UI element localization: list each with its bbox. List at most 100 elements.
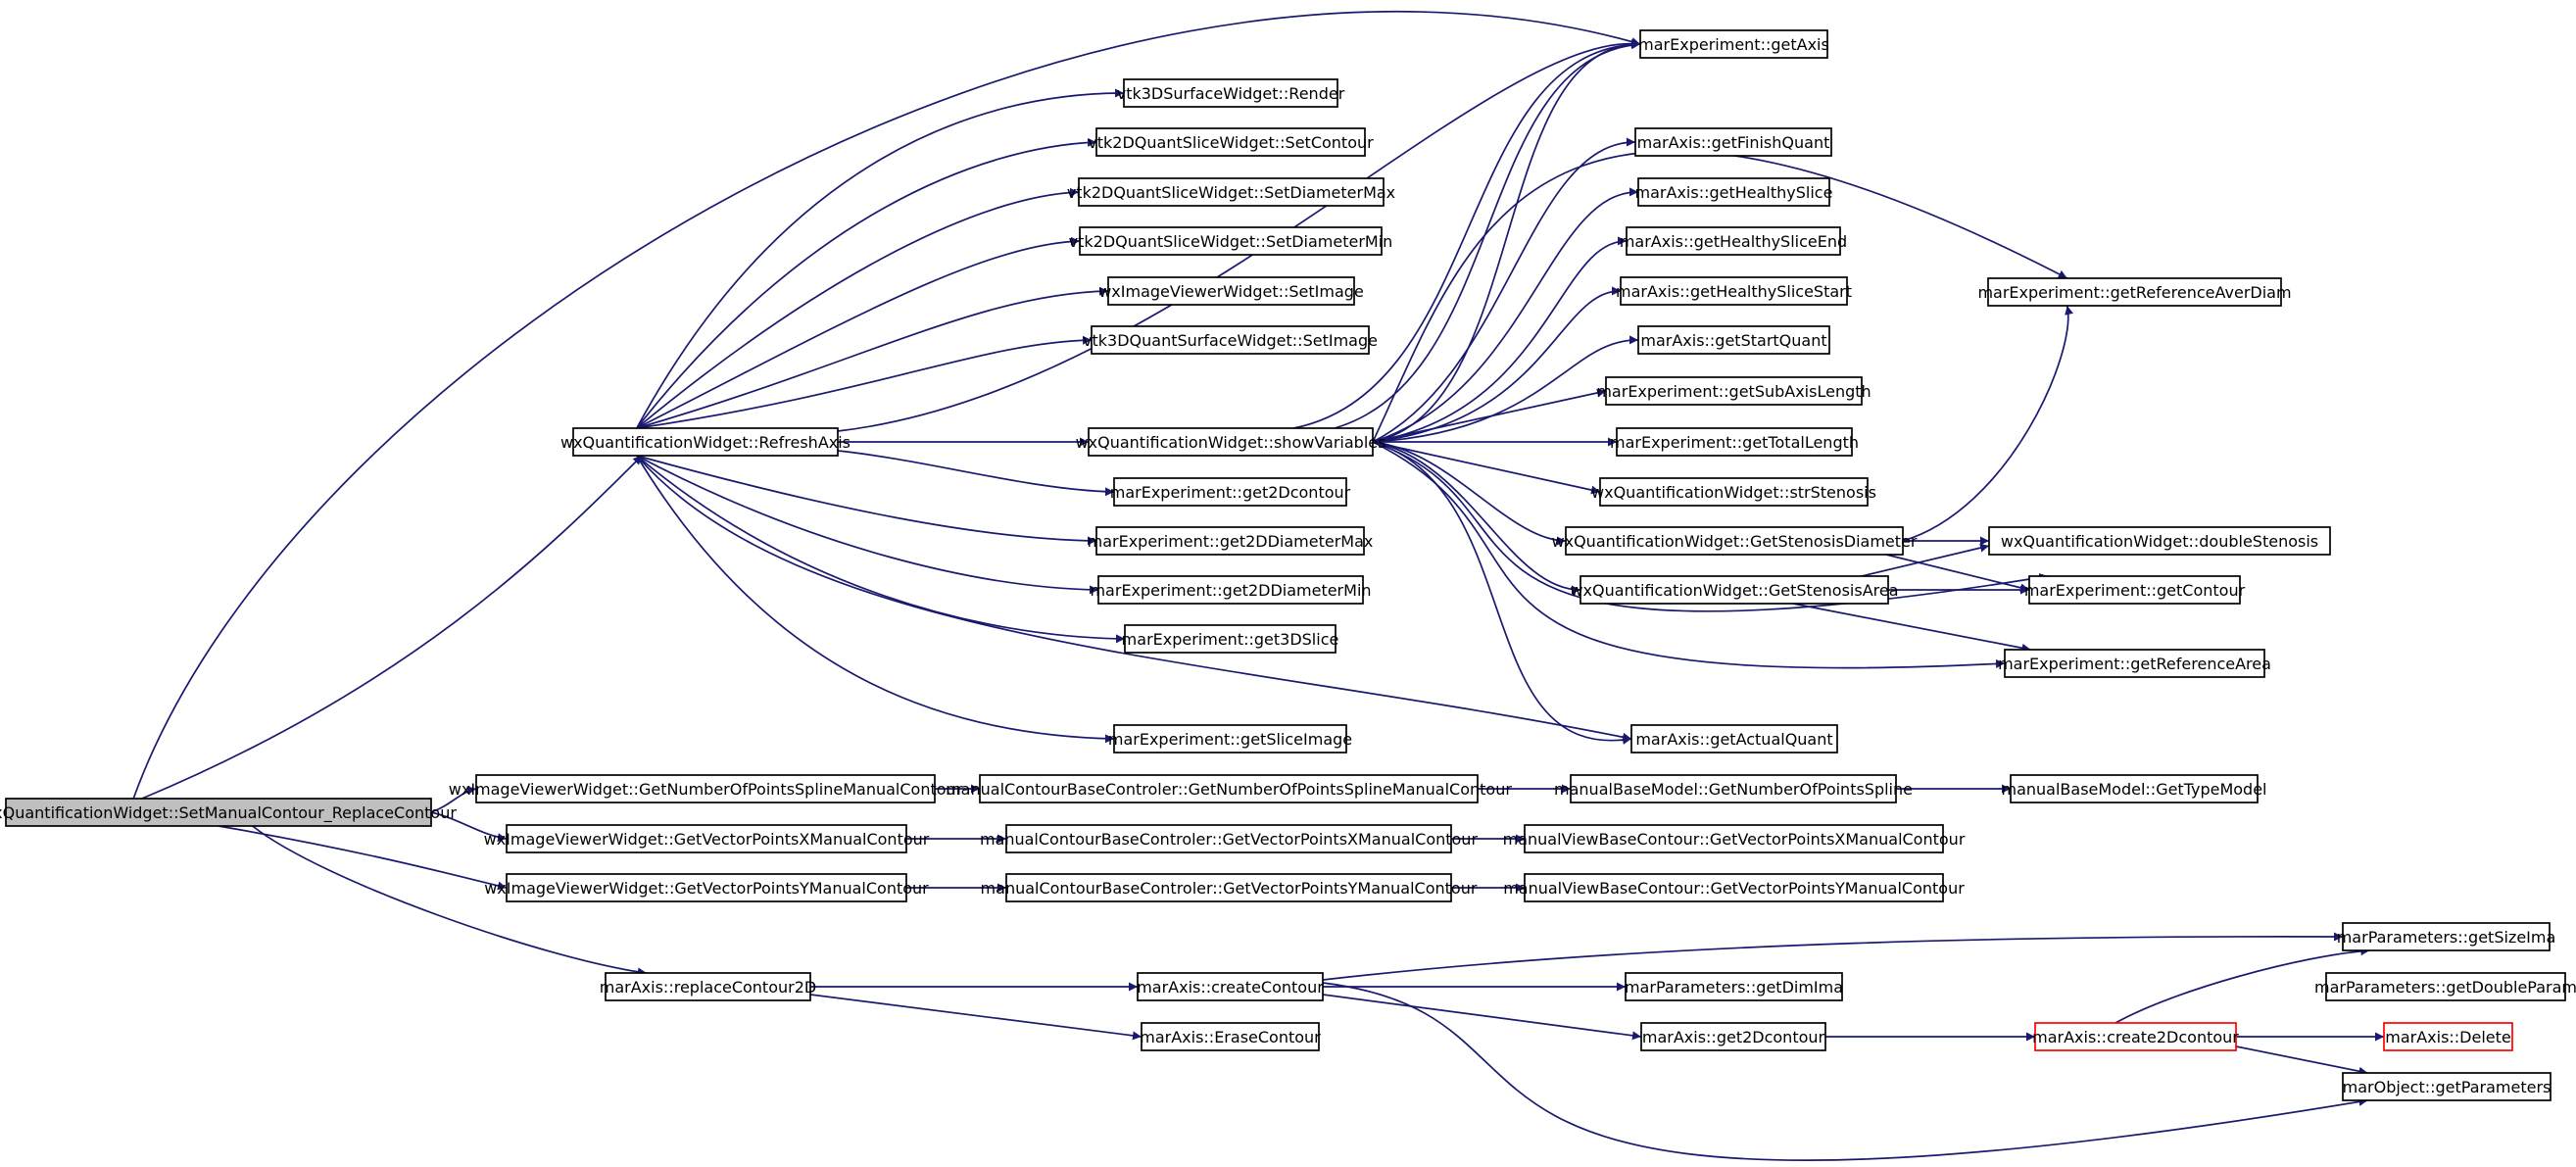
node-label: marExperiment::getReferenceArea: [1998, 655, 2271, 673]
node-getReferenceArea[interactable]: marExperiment::getReferenceArea: [1998, 649, 2271, 678]
edge-showVariables-to-getContour: [1372, 441, 2049, 612]
node-wxIVSetImage[interactable]: wxImageViewerWidget::SetImage: [1098, 276, 1364, 306]
node-getTotalLength[interactable]: marExperiment::getTotalLength: [1610, 427, 1859, 457]
edge-showVariables-to-getAxis: [1273, 39, 1641, 432]
node-label: vtk2DQuantSliceWidget::SetDiameterMax: [1067, 183, 1395, 202]
node-eraseContour[interactable]: marAxis::EraseContour: [1140, 1022, 1321, 1051]
node-strStenosis[interactable]: wxQuantificationWidget::strStenosis: [1591, 477, 1876, 507]
node-createContour[interactable]: marAxis::createContour: [1137, 972, 1324, 1001]
node-getActualQuant[interactable]: marAxis::getActualQuant: [1630, 724, 1838, 754]
node-box: [1580, 575, 1889, 605]
node-box: [2010, 774, 2259, 803]
node-getAxis[interactable]: marExperiment::getAxis: [1638, 29, 1829, 59]
edge-showVariables-to-getAxis: [1372, 39, 1641, 443]
node-vtk2DSetDiamMax[interactable]: vtk2DQuantSliceWidget::SetDiameterMax: [1067, 177, 1395, 207]
node-getVPX_w[interactable]: wxImageViewerWidget::GetVectorPointsXMan…: [484, 824, 930, 853]
node-get3DSlice[interactable]: marExperiment::get3DSlice: [1122, 624, 1339, 654]
node-label: wxImageViewerWidget::SetImage: [1098, 282, 1364, 301]
node-label: marAxis::EraseContour: [1140, 1028, 1321, 1046]
node-root[interactable]: wxQuantificationWidget::SetManualContour…: [0, 798, 457, 827]
node-label: marExperiment::getTotalLength: [1610, 433, 1859, 452]
node-label: wxImageViewerWidget::GetNumberOfPointsSp…: [449, 780, 963, 799]
node-delete[interactable]: marAxis::Delete: [2383, 1022, 2513, 1051]
node-getVPY_c[interactable]: manualContourBaseControler::GetVectorPoi…: [981, 873, 1478, 902]
node-get2DDiamMax[interactable]: marExperiment::get2DDiameterMax: [1088, 526, 1374, 556]
edge-refreshAxis-to-get3DSlice: [636, 455, 1126, 644]
node-getVPY_w[interactable]: wxImageViewerWidget::GetVectorPointsYMan…: [484, 873, 929, 902]
node-getHealthySliceEnd[interactable]: marAxis::getHealthySliceEnd: [1620, 226, 1847, 256]
node-getStenosisDiameter[interactable]: wxQuantificationWidget::GetStenosisDiame…: [1552, 526, 1918, 556]
node-box: [572, 427, 839, 457]
node-box: [1079, 226, 1383, 256]
node-getNPS_m[interactable]: manualBaseModel::GetNumberOfPointsSpline: [1554, 774, 1913, 803]
node-box: [1565, 526, 1904, 556]
node-box: [1123, 78, 1338, 108]
node-getVPX_v[interactable]: manualViewBaseContour::GetVectorPointsXM…: [1503, 824, 1966, 853]
node-getParameters[interactable]: marObject::getParameters: [2342, 1072, 2552, 1101]
node-replaceContour2D[interactable]: marAxis::replaceContour2D: [600, 972, 816, 1001]
edge-createContour-to-getSizeIma: [1322, 932, 2344, 981]
node-getVPX_c[interactable]: manualContourBaseControler::GetVectorPoi…: [980, 824, 1478, 853]
node-vtk2DSetDiamMin[interactable]: vtk2DQuantSliceWidget::SetDiameterMin: [1069, 226, 1393, 256]
nodes: wxQuantificationWidget::SetManualContour…: [0, 29, 2576, 1101]
edge-showVariables-to-getHealthySliceStart: [1372, 286, 1622, 443]
node-get2Dcontour_e[interactable]: marExperiment::get2Dcontour: [1110, 477, 1351, 507]
node-box: [1637, 177, 1830, 207]
node-label: vtk2DQuantSliceWidget::SetDiameterMin: [1069, 232, 1393, 251]
node-label: manualBaseModel::GetTypeModel: [2001, 780, 2266, 799]
node-vtk3DRender[interactable]: vtk3DSurfaceWidget::Render: [1117, 78, 1345, 108]
edge-refreshAxis-to-getSliceImage: [636, 455, 1115, 744]
node-box: [1091, 325, 1370, 355]
node-getSizeIma[interactable]: marParameters::getSizeIma: [2337, 922, 2556, 951]
node-getStenosisArea[interactable]: wxQuantificationWidget::GetStenosisArea: [1570, 575, 1899, 605]
edge-showVariables-to-getSubAxisLength: [1372, 388, 1607, 443]
node-label: marExperiment::getSliceImage: [1108, 730, 1352, 749]
node-getFinishQuant[interactable]: marAxis::getFinishQuant: [1634, 127, 1832, 157]
node-getDimIma[interactable]: marParameters::getDimIma: [1625, 972, 1843, 1001]
node-getDoubleParam[interactable]: marParameters::getDoubleParam: [2314, 972, 2576, 1001]
node-getSliceImage[interactable]: marExperiment::getSliceImage: [1108, 724, 1352, 754]
node-label: wxImageViewerWidget::GetVectorPointsYMan…: [484, 879, 929, 898]
node-label: manualContourBaseControler::GetVectorPoi…: [980, 830, 1478, 849]
node-getNPSMC_c[interactable]: manualContourBaseControler::GetNumberOfP…: [946, 774, 1512, 803]
edge-getStenosisArea-to-doubleStenosis: [1861, 543, 1990, 577]
node-box: [1095, 526, 1365, 556]
node-label: wxQuantificationWidget::SetManualContour…: [0, 803, 457, 823]
node-refreshAxis[interactable]: wxQuantificationWidget::RefreshAxis: [560, 427, 851, 457]
node-getVPY_v[interactable]: manualViewBaseContour::GetVectorPointsYM…: [1503, 873, 1965, 902]
node-doubleStenosis[interactable]: wxQuantificationWidget::doubleStenosis: [1988, 526, 2331, 556]
node-label: marAxis::replaceContour2D: [600, 978, 816, 997]
node-getHealthySlice[interactable]: marAxis::getHealthySlice: [1635, 177, 1833, 207]
node-box: [1107, 276, 1355, 306]
node-vtk2DSetContour[interactable]: vtk2DQuantSliceWidget::SetContour: [1088, 127, 1374, 157]
node-label: manualViewBaseContour::GetVectorPointsYM…: [1503, 879, 1965, 898]
edge-refreshAxis-to-vtk3DRender: [636, 88, 1125, 429]
edge-showVariables-to-getHealthySlice: [1372, 187, 1639, 443]
node-label: manualContourBaseControler::GetVectorPoi…: [981, 879, 1478, 898]
node-showVariables[interactable]: wxQuantificationWidget::showVariables: [1076, 427, 1386, 457]
node-box: [506, 873, 907, 902]
node-get2DDiamMin[interactable]: marExperiment::get2DDiameterMin: [1090, 575, 1372, 605]
node-label: vtk3DQuantSurfaceWidget::SetImage: [1083, 331, 1378, 350]
node-label: marAxis::getHealthySliceEnd: [1620, 232, 1847, 251]
node-getTypeModel[interactable]: manualBaseModel::GetTypeModel: [2001, 774, 2267, 803]
edge-refreshAxis-to-get2Dcontour_e: [837, 450, 1115, 497]
node-vtk3DQSetImage[interactable]: vtk3DQuantSurfaceWidget::SetImage: [1083, 325, 1378, 355]
node-box: [1124, 624, 1337, 654]
node-getContour[interactable]: marExperiment::getContour: [2024, 575, 2246, 605]
node-getHealthySliceStart[interactable]: marAxis::getHealthySliceStart: [1616, 276, 1852, 306]
node-box: [2342, 1072, 2552, 1101]
node-getReferenceAverDiam[interactable]: marExperiment::getReferenceAverDiam: [1977, 277, 2292, 307]
edge-showVariables-to-getFinishQuant: [1372, 137, 1636, 443]
edge-refreshAxis-to-vtk2DSetContour: [636, 137, 1097, 429]
node-getSubAxisLength[interactable]: marExperiment::getSubAxisLength: [1596, 376, 1871, 406]
node-create2Dcontour[interactable]: marAxis::create2Dcontour: [2032, 1022, 2239, 1051]
node-getStartQuant[interactable]: marAxis::getStartQuant: [1637, 325, 1830, 355]
edge-showVariables-to-strStenosis: [1372, 441, 1601, 495]
node-box: [605, 972, 811, 1001]
node-label: marAxis::Delete: [2385, 1028, 2511, 1046]
node-get2Dcontour_a[interactable]: marAxis::get2Dcontour: [1640, 1022, 1826, 1051]
edge-refreshAxis-to-getActualQuant: [636, 455, 1632, 742]
node-getNPSMC_w[interactable]: wxImageViewerWidget::GetNumberOfPointsSp…: [449, 774, 963, 803]
edge-showVariables-to-getReferenceAverDiam: [1372, 150, 2068, 443]
